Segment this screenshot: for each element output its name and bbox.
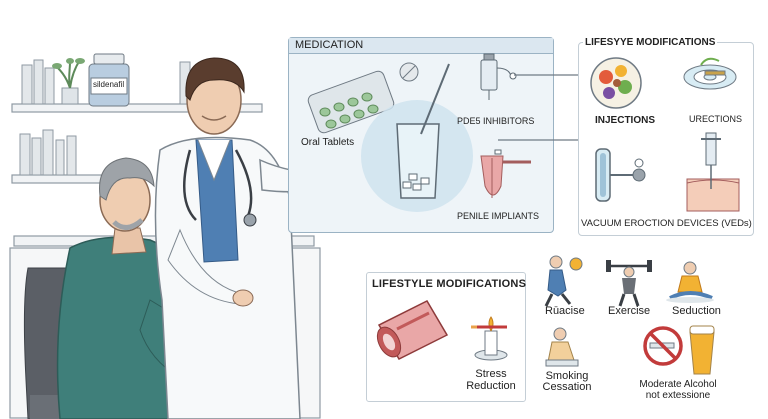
- stress-label-line1: Stress: [475, 368, 507, 380]
- pill-bottle: [88, 53, 130, 107]
- medication-illustrations: [307, 53, 531, 212]
- plant: [52, 58, 85, 105]
- stress-label-line2: Reduction: [466, 380, 516, 392]
- beaker-icon: [396, 63, 450, 199]
- pill-icon: [399, 62, 419, 82]
- injection-skin-icon: [686, 132, 740, 212]
- oral-tablets-label: Oral Tablets: [301, 137, 355, 148]
- medication-title: MEDICATION: [295, 39, 364, 51]
- weightlifter-icon: [606, 260, 652, 307]
- lifestyle-title: LIFESTYLE MODIFICATIONS: [372, 278, 527, 290]
- exercise-label: Exercise: [608, 305, 651, 317]
- vacuum-devices-label: VACUUM EROCTION DEVICES (VEDs): [581, 218, 752, 229]
- penile-implants-label: PENILE IMPLIANTS: [457, 211, 540, 221]
- target-icon: [683, 57, 737, 90]
- vacuum-device-icon: [595, 148, 646, 202]
- ruacise-label: Rūacise: [545, 305, 585, 317]
- pde5-inhibitors-label: PDE5 INHIBITORS: [457, 116, 535, 126]
- food-plate-icon: [590, 57, 642, 109]
- meditation-icon: [666, 261, 714, 303]
- top-right-panel: LIFESYYE MODIFICATIONS INJECTIONS URECTI…: [578, 37, 754, 236]
- smoking-label-line1: Smoking: [545, 370, 589, 382]
- candle-icon: [471, 316, 508, 361]
- doctor-figure: [154, 57, 389, 419]
- bottle-label: sildenafil: [93, 80, 125, 89]
- alcohol-label-line1: Moderate Alcohol: [639, 379, 717, 390]
- no-smoking-icon: [643, 326, 683, 366]
- top-right-title: LIFESYYE MODIFICATIONS: [583, 37, 718, 49]
- top-right-illustrations: [590, 57, 740, 212]
- penile-implant-icon: [480, 149, 531, 198]
- syringe-icon: [480, 53, 517, 100]
- smoking-label-line2: Cessation: [542, 381, 592, 393]
- blister-pack-icon: [307, 70, 395, 134]
- lifestyle-illustrations: [376, 300, 508, 361]
- injections-label: INJECTIONS: [595, 115, 656, 126]
- seduction-label: Seduction: [672, 305, 721, 317]
- ball-player-icon: [544, 255, 583, 307]
- alcohol-label-line2: not extessione: [645, 390, 711, 401]
- lifestyle-panel: LIFESTYLE MODIFICATIONS Stress Reduction: [366, 272, 526, 402]
- beer-glass-icon: [689, 325, 715, 375]
- sitting-person-icon: [545, 327, 579, 367]
- medication-panel: MEDICATION: [288, 37, 554, 233]
- medication-header: [289, 38, 553, 54]
- urections-label: URECTIONS: [689, 114, 743, 124]
- artery-icon: [376, 300, 449, 360]
